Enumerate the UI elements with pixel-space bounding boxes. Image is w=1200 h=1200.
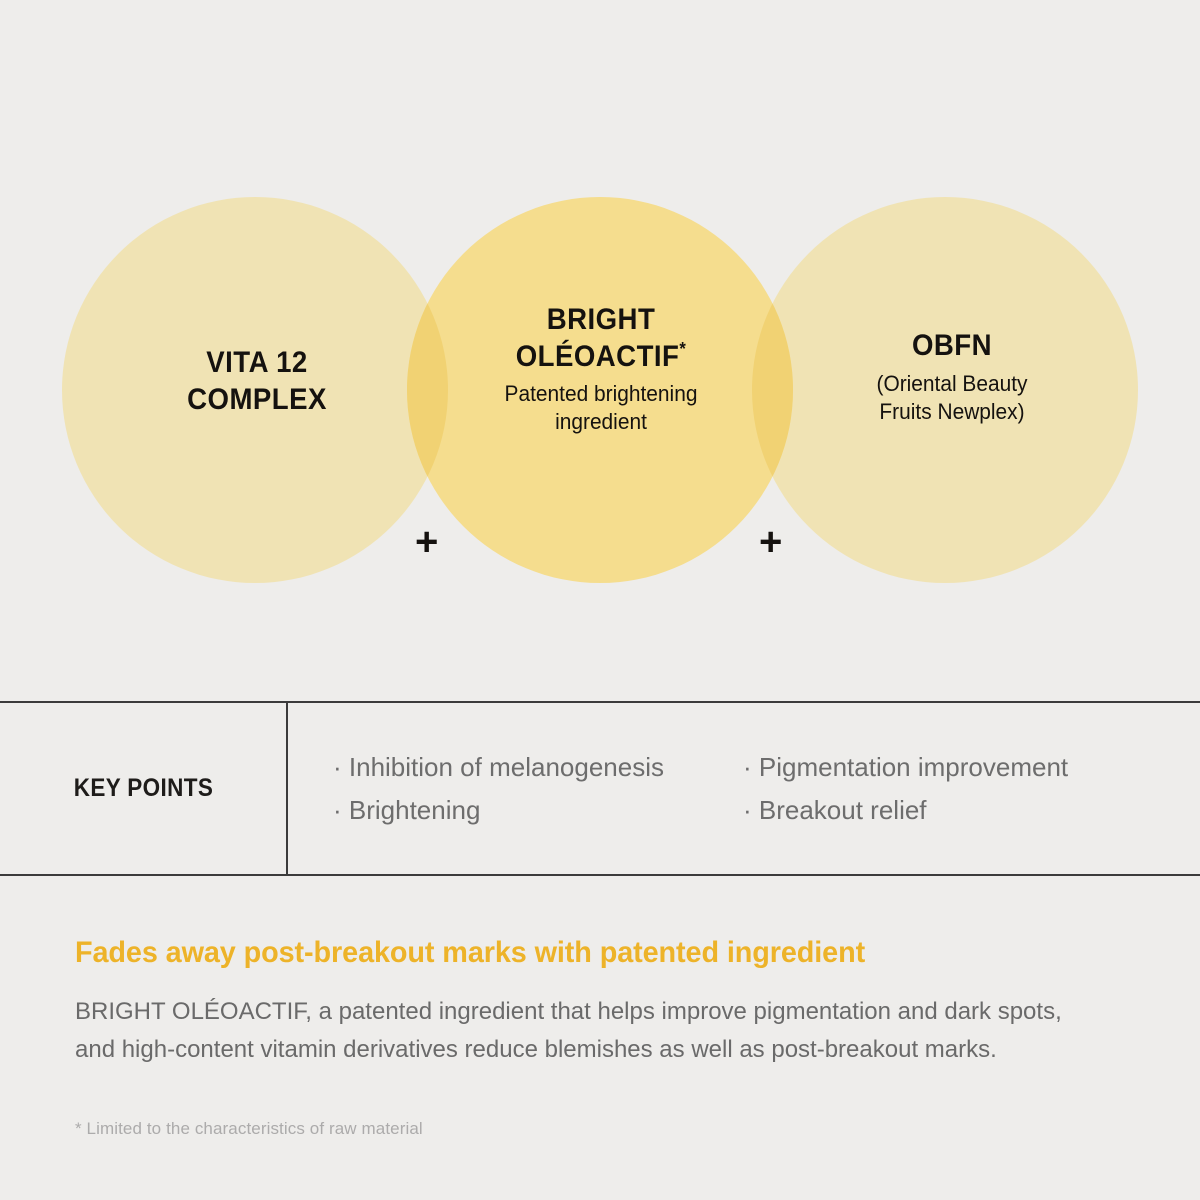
- footnote-text: * Limited to the characteristics of raw …: [75, 1119, 423, 1138]
- plus-operator-icon: +: [415, 520, 439, 564]
- venn-diagram: VITA 12 COMPLEX BRIGHT OLÉOACTIF* Patent…: [0, 150, 1200, 670]
- plus-operator-icon: +: [759, 520, 783, 564]
- circle-right: [752, 197, 1138, 583]
- key-points-column-2: · Pigmentation improvement · Breakout re…: [743, 751, 1068, 826]
- key-point-item: · Inhibition of melanogenesis: [333, 752, 664, 782]
- key-point-item: · Breakout relief: [743, 794, 927, 825]
- key-point-item: · Brightening: [333, 794, 481, 825]
- body-copy-line: BRIGHT OLÉOACTIF, a patented ingredient …: [75, 998, 1062, 1025]
- section-body-copy: BRIGHT OLÉOACTIF, a patented ingredient …: [75, 993, 1135, 1069]
- key-point-item: · Pigmentation improvement: [743, 752, 1069, 782]
- section-headline: Fades away post-breakout marks with pate…: [75, 936, 866, 969]
- venn-circles-graphic: [62, 197, 1138, 583]
- circle-center: [407, 197, 793, 583]
- key-points-list-cell: · Inhibition of melanogenesis · Brighten…: [288, 703, 1200, 874]
- body-copy-line: and high-content vitamin derivatives red…: [75, 1035, 997, 1063]
- key-points-table: KEY POINTS · Inhibition of melanogenesis…: [0, 701, 1200, 876]
- key-points-label: KEY POINTS: [73, 774, 213, 802]
- key-points-label-cell: KEY POINTS: [0, 703, 288, 874]
- circle-left: [62, 197, 448, 583]
- key-points-column-1: · Inhibition of melanogenesis · Brighten…: [333, 751, 743, 826]
